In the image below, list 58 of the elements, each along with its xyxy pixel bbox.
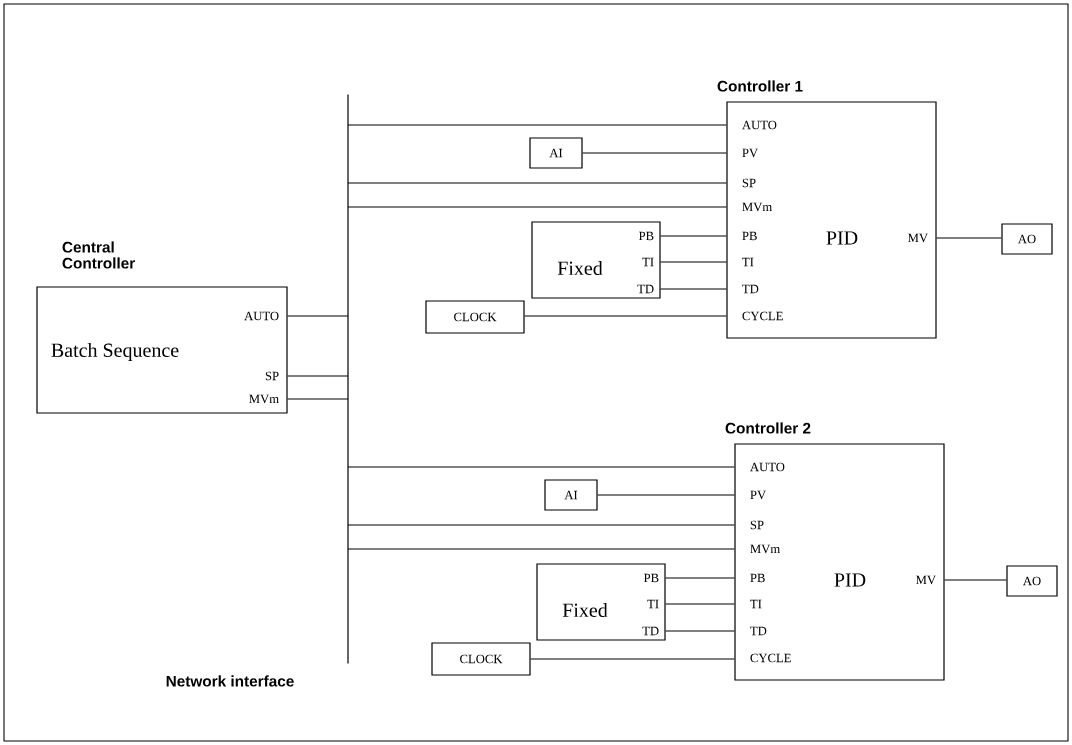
port-label: AUTO: [750, 462, 785, 472]
port-label: AUTO: [742, 120, 777, 130]
block-box: CLOCK: [425, 300, 525, 334]
signal-line: [347, 524, 735, 526]
block-box: CLOCK: [431, 642, 531, 676]
port-label: CYCLE: [750, 653, 791, 663]
signal-line: [665, 577, 735, 579]
port-label: TI: [642, 257, 654, 267]
signal-line: [347, 206, 727, 208]
signal-line: [287, 375, 349, 377]
signal-line: [287, 398, 349, 400]
port-label: MV: [908, 233, 928, 243]
signal-line: [660, 288, 727, 290]
signal-line: [347, 466, 735, 468]
port-label: MVm: [750, 544, 780, 554]
port-label: MVm: [249, 394, 279, 404]
block-title: Controller 1: [717, 80, 803, 92]
port-label: TI: [742, 257, 754, 267]
block-box: AI: [544, 479, 598, 511]
port-label: SP: [265, 371, 279, 381]
port-label: TD: [742, 284, 759, 294]
port-label: PB: [643, 573, 659, 583]
port-label: TI: [647, 599, 659, 609]
port-label: CYCLE: [742, 311, 783, 321]
block-title: Controller 2: [725, 422, 811, 434]
port-label: PB: [638, 231, 654, 241]
signal-line: [287, 315, 349, 317]
port-label: PV: [750, 490, 766, 500]
block-box: AO: [1001, 223, 1053, 255]
block-box: AI: [529, 137, 583, 169]
port-label: MV: [916, 575, 936, 585]
signal-line: [660, 261, 727, 263]
port-label: TI: [750, 599, 762, 609]
port-label: MVm: [742, 202, 772, 212]
port-label: PB: [750, 573, 765, 583]
signal-line: [530, 658, 735, 660]
signal-line: [524, 315, 727, 317]
port-label: TD: [642, 626, 659, 636]
port-label: PV: [742, 148, 758, 158]
bus-label: Network interface: [166, 675, 294, 687]
port-label: SP: [742, 178, 756, 188]
signal-line: [660, 235, 727, 237]
block-title: Central Controller: [62, 241, 135, 269]
signal-line: [582, 152, 727, 154]
signal-line: [944, 579, 1007, 581]
port-label: SP: [750, 520, 764, 530]
block-box: AO: [1006, 565, 1058, 597]
signal-line: [347, 182, 727, 184]
port-label: AUTO: [244, 311, 279, 321]
signal-line: [597, 494, 735, 496]
signal-line: [665, 630, 735, 632]
port-label: TD: [637, 284, 654, 294]
signal-line: [347, 548, 735, 550]
signal-line: [936, 237, 1002, 239]
port-label: TD: [750, 626, 767, 636]
signal-line: [347, 124, 727, 126]
port-label: PB: [742, 231, 757, 241]
signal-line: [665, 603, 735, 605]
